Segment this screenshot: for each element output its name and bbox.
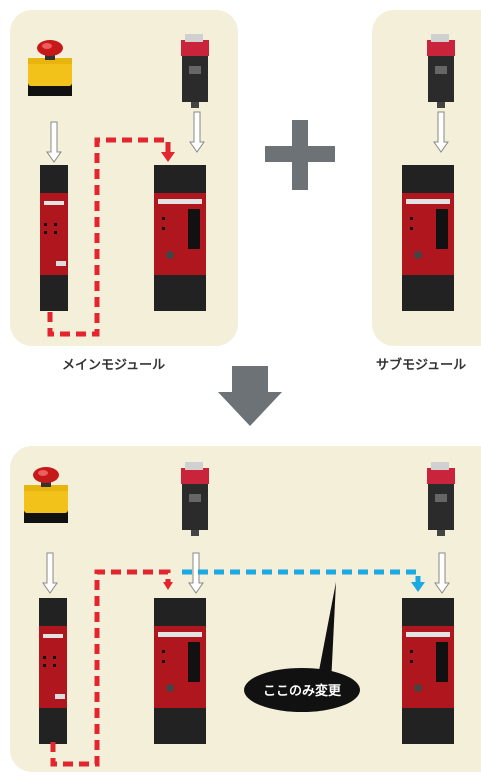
connector-arrow — [433, 111, 449, 153]
red-wiring-path — [47, 137, 171, 337]
emergency-stop-switch-icon — [24, 467, 68, 523]
door-interlock-switch-icon — [181, 34, 209, 108]
safety-relay-module-icon — [40, 165, 68, 311]
plus-icon — [265, 120, 335, 190]
door-interlock-switch-icon — [427, 34, 455, 108]
red-wiring-path — [50, 569, 171, 767]
blue-arrowhead — [411, 582, 425, 592]
safety-relay-module-icon — [402, 165, 454, 311]
connector-arrow — [46, 121, 62, 163]
connector-arrow — [42, 552, 58, 594]
safety-relay-module-icon — [154, 165, 206, 311]
sub-module-label: サブモジュール — [376, 358, 467, 373]
safety-relay-module-icon — [154, 598, 206, 744]
safety-relay-module-icon — [39, 598, 67, 744]
door-interlock-switch-icon — [427, 462, 455, 536]
callout-bubble: ここのみ変更 — [244, 582, 360, 712]
safety-relay-module-icon — [402, 598, 454, 744]
emergency-stop-switch-icon — [28, 40, 72, 96]
door-interlock-switch-icon — [181, 462, 209, 536]
main-module-label: メインモジュール — [62, 358, 166, 373]
callout-text: ここのみ変更 — [263, 683, 342, 699]
connector-arrow — [434, 552, 450, 594]
down-arrow-icon — [218, 366, 282, 426]
connector-arrow — [189, 111, 205, 153]
red-arrowhead — [163, 582, 173, 590]
red-arrowhead — [161, 152, 175, 162]
blue-wiring-path — [182, 569, 421, 584]
